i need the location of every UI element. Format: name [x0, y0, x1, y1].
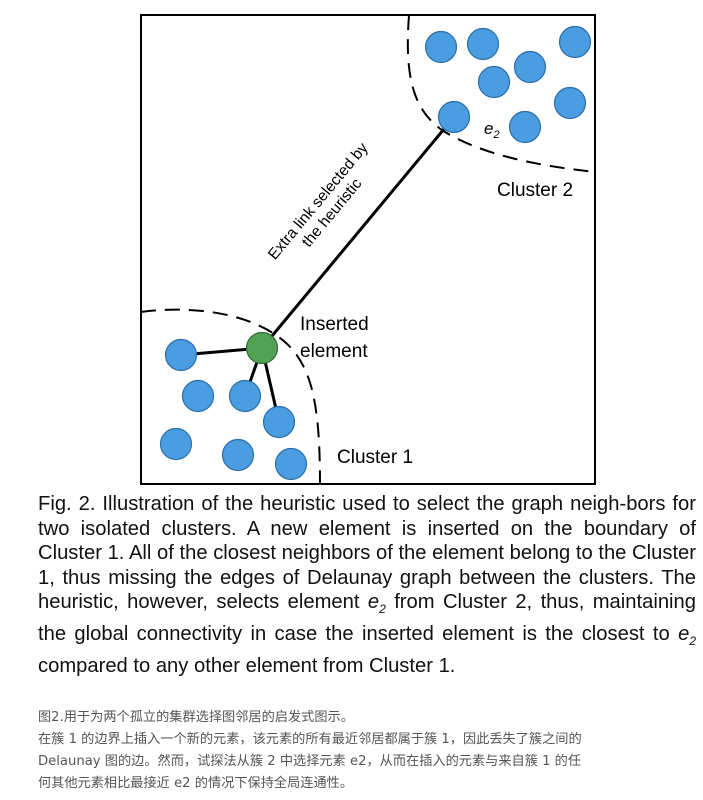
node: [221, 438, 255, 472]
node: [159, 427, 193, 461]
node: [553, 86, 587, 120]
chinese-caption: 图2.用于为两个孤立的集群选择图邻居的启发式图示。 在簇 1 的边界上插入一个新…: [38, 707, 700, 795]
cluster1-boundary: [140, 308, 321, 485]
node: [477, 65, 511, 99]
caption-e2: e2: [367, 591, 386, 617]
node: [228, 379, 262, 413]
extra-link-label-line1: Extra link selected by: [265, 140, 372, 264]
cluster1-nodes: [159, 338, 308, 481]
figure-caption: Fig. 2. Illustration of the heuristic us…: [38, 492, 696, 678]
inserted-label-line1: Inserted: [300, 314, 369, 335]
inserted-element-node: [245, 331, 279, 365]
chinese-caption-line: Delaunay 图的边。然而，试探法从簇 2 中选择元素 e2，从而在插入的元…: [38, 754, 582, 769]
diagram-frame: [140, 14, 596, 485]
node: [466, 27, 500, 61]
cluster1-label: Cluster 1: [337, 447, 413, 468]
inserted-label-line2: element: [300, 341, 368, 362]
chinese-caption-line: 图2.用于为两个孤立的集群选择图邻居的启发式图示。: [38, 710, 354, 725]
node: [181, 379, 215, 413]
extra-link-edge: [260, 115, 456, 350]
graph-edges: [179, 115, 456, 424]
node: [424, 30, 458, 64]
caption-e2-2: e2: [678, 623, 696, 649]
node: [558, 25, 592, 59]
caption-text-1: Fig. 2. Illustration of the heuristic us…: [38, 493, 696, 614]
node: [262, 405, 296, 439]
cluster2-label: Cluster 2: [497, 180, 573, 201]
node: [508, 110, 542, 144]
node: [164, 338, 198, 372]
caption-text-2: from Cluster 2, thus, maintaining the gl…: [38, 591, 696, 645]
chinese-caption-line: 何其他元素相比最接近 e2 的情况下保持全局连通性。: [38, 776, 354, 791]
node: [513, 50, 547, 84]
caption-text-3: compared to any other element from Clust…: [38, 654, 456, 677]
cluster2-boundary: [406, 14, 596, 173]
cluster2-nodes: [424, 25, 592, 144]
node-e2: [437, 100, 471, 134]
node: [274, 447, 308, 481]
chinese-caption-line: 在簇 1 的边界上插入一个新的元素，该元素的所有最近邻居都属于簇 1，因此丢失了…: [38, 732, 582, 747]
e2-label: e2: [484, 119, 500, 141]
